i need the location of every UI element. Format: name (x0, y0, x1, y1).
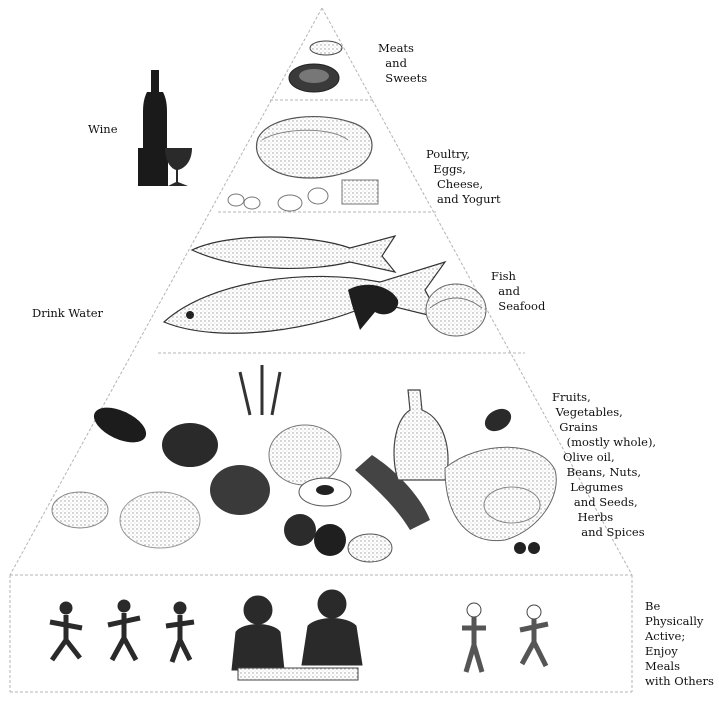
tier-activity-label: Be Physically Active; Enjoy Meals with O… (645, 599, 714, 689)
meats-sweets-illustration (289, 41, 342, 92)
tier-fish-label: Fish and Seafood (491, 269, 545, 314)
wine-bottle-icon (143, 70, 167, 150)
wine-glass-icon (138, 148, 192, 186)
tier-poultry-label: Poultry, Eggs, Cheese, and Yogurt (426, 147, 501, 207)
chicken-icon (257, 117, 373, 178)
pyramid-outline (10, 8, 632, 692)
wine-label: Wine (88, 122, 118, 137)
fish-icon (164, 236, 486, 336)
drink-water-label: Drink Water (32, 306, 103, 321)
tier-plants-label: Fruits, Vegetables, Grains (mostly whole… (552, 390, 656, 540)
people-icon (50, 590, 548, 680)
tier-meats-sweets-label: Meats and Sweets (378, 41, 427, 86)
vegetables-icon (52, 365, 556, 562)
eggs-cheese-illustration (228, 180, 378, 211)
